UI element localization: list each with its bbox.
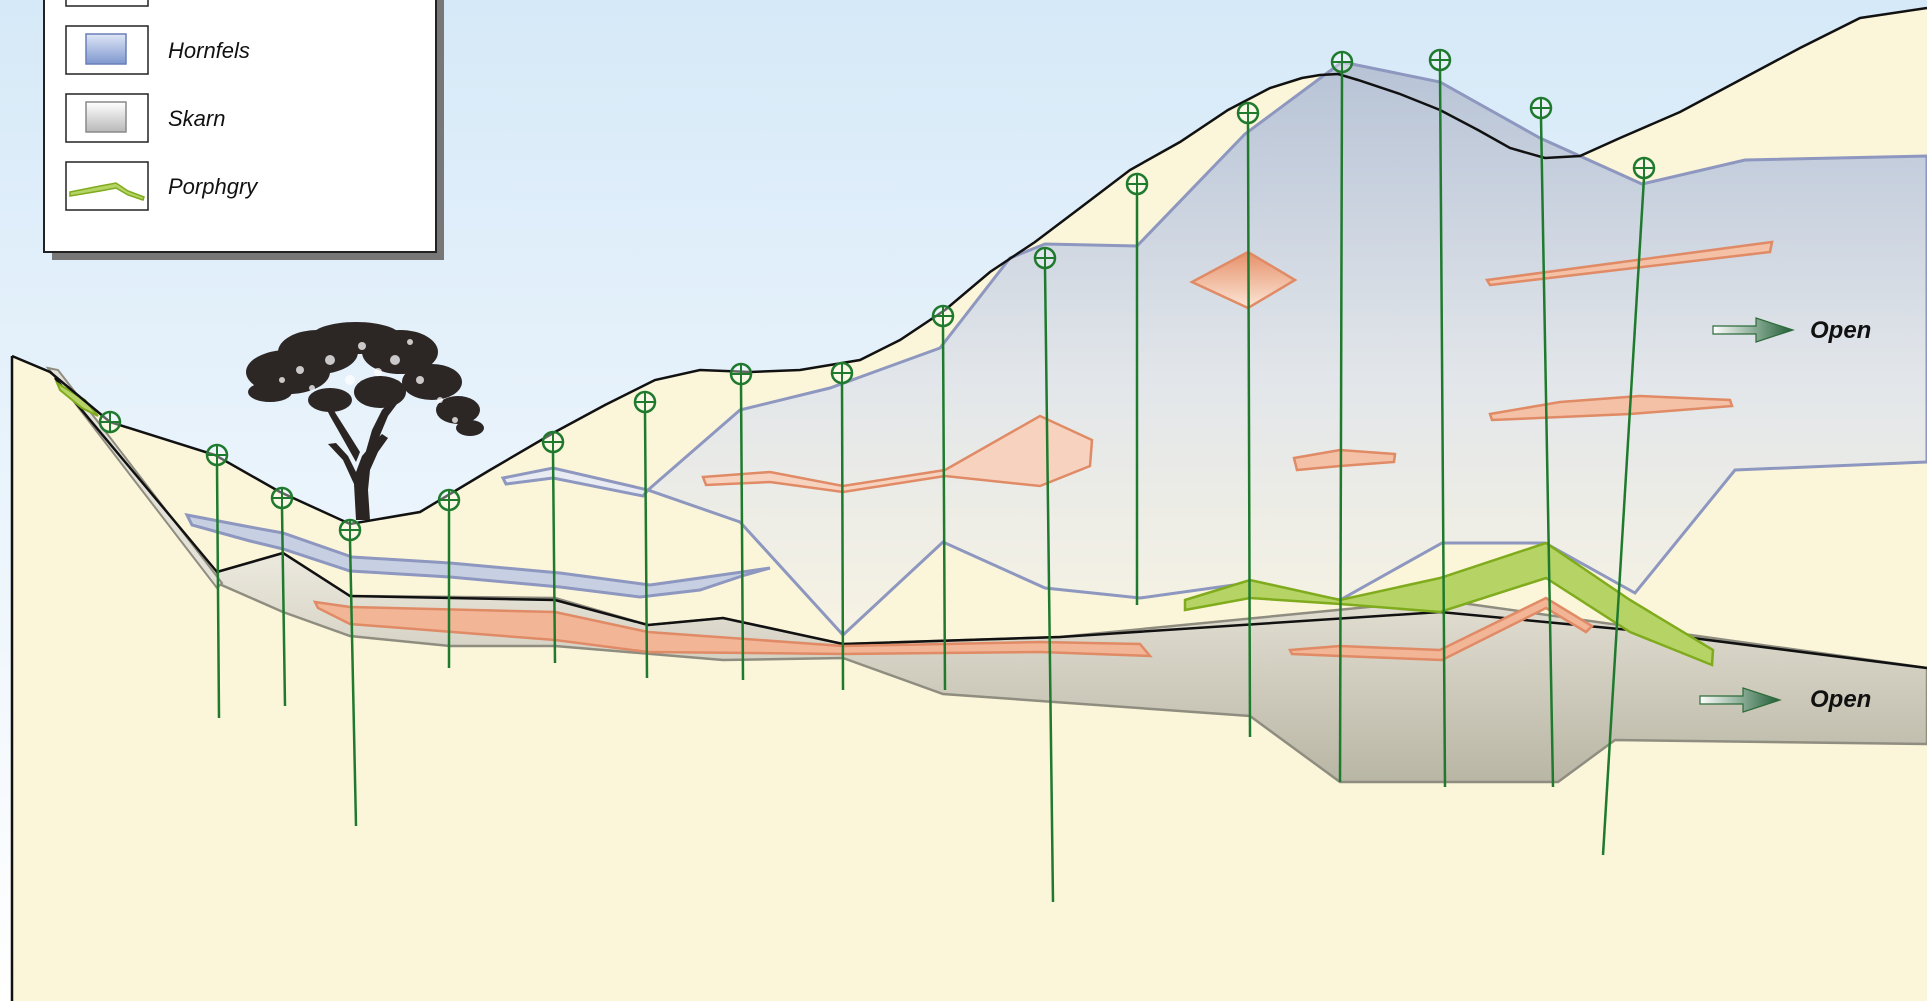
ore-lens-upper-right	[1484, 240, 1774, 287]
drill-trace-4	[348, 539, 358, 827]
tree-icon	[246, 322, 484, 520]
drill-trace-10	[941, 325, 947, 691]
drill-collar-icon	[1428, 48, 1452, 72]
open-annotation-lower: Open	[1699, 686, 1871, 713]
ore-lens-mid-right	[1488, 394, 1734, 422]
legend-swatch-porphyry	[69, 182, 145, 201]
drill-collar-icon	[830, 361, 854, 385]
drill-trace-13	[1246, 122, 1252, 738]
open-label-lower: Open	[1810, 686, 1871, 713]
ore-lens-diamond	[1189, 250, 1298, 310]
legend-label-porphyry: Porphgry	[168, 174, 259, 199]
drill-collar-icon	[338, 518, 362, 542]
drill-collar-icon	[931, 304, 955, 328]
legend: Hornfels Skarn Porphgry	[43, 0, 444, 260]
porphyry-body	[1183, 541, 1715, 667]
drill-trace-8	[739, 383, 745, 681]
drill-collar-icon	[1236, 101, 1260, 125]
drill-collar-icon	[1033, 246, 1057, 270]
drill-holes	[98, 48, 1656, 903]
hornfels-zone	[645, 60, 1927, 638]
open-label-upper: Open	[1810, 317, 1871, 344]
drill-trace-9	[840, 382, 845, 691]
drill-collar-icon	[437, 488, 461, 512]
drill-trace-17	[1601, 177, 1646, 856]
drill-trace-15	[1438, 69, 1447, 788]
drill-collar-icon	[98, 410, 122, 434]
drill-trace-2	[215, 464, 221, 719]
legend-swatch-blank	[65, 0, 149, 7]
drill-collar-icon	[1632, 156, 1656, 180]
drill-trace-3	[280, 507, 287, 707]
drill-collar-icon	[541, 430, 565, 454]
drill-collar-icon	[205, 443, 229, 467]
drill-collar-icon	[270, 486, 294, 510]
drill-collar-icon	[1330, 50, 1354, 74]
legend-label-skarn: Skarn	[168, 106, 225, 131]
drill-trace-16	[1539, 117, 1555, 788]
contact-line	[54, 377, 1927, 670]
open-annotation-upper: Open	[1712, 317, 1871, 344]
ore-lens-deep-band	[312, 600, 1153, 658]
legend-swatch-hornfels	[85, 33, 127, 65]
legend-label-hornfels: Hornfels	[168, 38, 250, 63]
drill-trace-14	[1338, 71, 1344, 783]
arrow-right-icon	[1699, 687, 1782, 713]
drill-collar-icon	[633, 390, 657, 414]
drill-collar-icon	[729, 362, 753, 386]
legend-swatch-skarn	[85, 101, 127, 133]
arrow-right-icon	[1712, 317, 1795, 343]
drill-trace-11	[1043, 267, 1055, 903]
drill-collar-icon	[1125, 172, 1149, 196]
drill-trace-7	[643, 411, 649, 679]
drill-trace-6	[551, 451, 557, 664]
ore-lens-deep-right	[1288, 596, 1595, 662]
drill-collar-icon	[1529, 96, 1553, 120]
